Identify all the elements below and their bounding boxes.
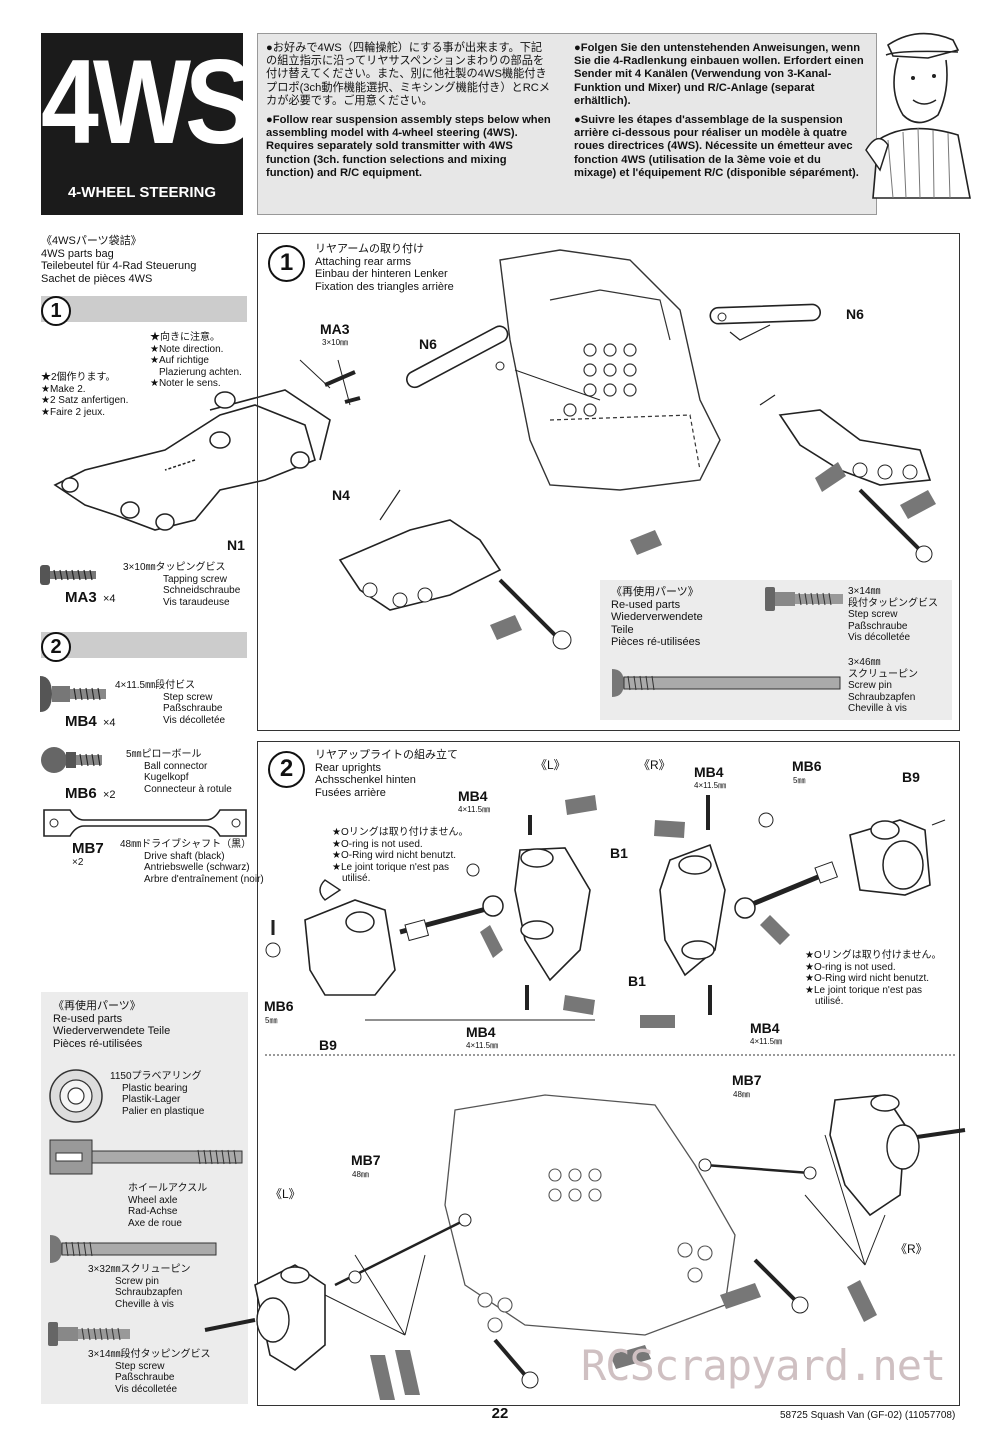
mb4-size-right-bottom: 4×11.5㎜ <box>750 1037 783 1046</box>
right-upright-diagram <box>640 795 946 1028</box>
part-mb4-code: MB4 <box>65 713 97 730</box>
n4-callout: N4 <box>332 487 350 503</box>
right-side-mark: 《R》 <box>638 758 671 772</box>
tapping-screw-icon <box>40 565 96 585</box>
b1-callout-right: B1 <box>628 973 646 989</box>
step-tapping-screw-icon <box>48 1322 130 1346</box>
b9-callout-left: B9 <box>319 1037 337 1053</box>
rear-arm-diagram <box>53 349 361 531</box>
screw-pin-icon <box>50 1235 217 1263</box>
wheel-axle-icon <box>49 1139 243 1175</box>
page-number: 22 <box>491 1405 509 1422</box>
mb4-callout-left-top: MB4 <box>458 788 488 804</box>
substep-1-bar <box>41 296 247 322</box>
intro-german: ●Folgen Sie den untenstehenden Anweisung… <box>574 42 864 107</box>
n6-right-callout: N6 <box>846 306 864 322</box>
left-side-mark: 《L》 <box>535 758 566 772</box>
part-ma3-qty: ×4 <box>103 593 116 605</box>
part-mb7-desc: 48㎜ドライブシャフト（黒）Drive shaft (black)Antrieb… <box>120 839 264 885</box>
mb6-size-left: 5㎜ <box>265 1016 278 1025</box>
part-mb4-qty: ×4 <box>103 717 116 729</box>
step-screw-reuse-icon <box>765 587 843 611</box>
lower-left-mark: 《L》 <box>270 1187 301 1201</box>
parts-bag-en: 4WS parts bag <box>41 247 114 260</box>
substep-1-number: 1 <box>41 296 71 326</box>
step-screw-icon <box>40 676 106 712</box>
step-2-number: 2 <box>268 751 305 788</box>
parts-bag-fr: Sachet de pièces 4WS <box>41 272 153 285</box>
ma3-callout: MA3 <box>320 321 350 337</box>
mb7-callout-right: MB7 <box>732 1072 762 1088</box>
plastic-bearing-icon <box>49 1069 103 1123</box>
part-mb6-code: MB6 <box>65 785 97 802</box>
step-1-number: 1 <box>268 245 305 282</box>
oring-note-right: ★Oリングは取り付けません。★O-ring is not used.★O-Rin… <box>805 950 942 1007</box>
rear-assembly-diagram <box>204 1054 966 1400</box>
mb7-callout-left: MB7 <box>351 1152 381 1168</box>
title-block: 4WS 4-WHEEL STEERING <box>41 33 254 215</box>
intro-french: ●Suivre les étapes d'assemblage de la su… <box>574 114 859 179</box>
mb6-callout-left: MB6 <box>264 998 294 1014</box>
watermark: RCScrapyard.net <box>581 1341 946 1390</box>
substep-2-number: 2 <box>41 632 71 662</box>
parts-bag-jp: 《4WSパーツ袋詰》 <box>41 235 142 247</box>
drive-shaft-icon <box>43 809 247 837</box>
intro-english: ●Follow rear suspension assembly steps b… <box>266 114 551 179</box>
mb7-size-left: 48㎜ <box>352 1170 369 1179</box>
part-ma3-code: MA3 <box>65 589 97 606</box>
parts-bag-de: Teilebeutel für 4-Rad Steuerung <box>41 260 197 272</box>
page-subtitle: 4-WHEEL STEERING <box>67 184 217 201</box>
intro-panel: ●お好みで4WS（四輪操舵）にする事が出来ます。下記の組立指示に沿ってリヤサスペ… <box>257 33 877 215</box>
page-title: 4WS <box>41 36 254 170</box>
lower-right-mark: 《R》 <box>895 1242 928 1256</box>
chassis-rear-arm-diagram <box>338 249 936 650</box>
note-make-two: ★2個作ります。★Make 2.★2 Satz anfertigen.★Fair… <box>41 372 129 418</box>
n6-left-callout: N6 <box>419 336 437 352</box>
part-mb6-qty: ×2 <box>103 789 116 801</box>
mb7-size-right: 48㎜ <box>733 1090 750 1099</box>
mb4-size-left-top: 4×11.5㎜ <box>458 805 491 814</box>
mechanic-illustration <box>865 32 971 199</box>
b9-callout-right: B9 <box>902 769 920 785</box>
mb6-callout-right: MB6 <box>792 758 822 774</box>
part-mb7-qty: ×2 <box>72 857 84 868</box>
step-2-frame <box>257 741 960 1406</box>
b1-callout-left: B1 <box>610 845 628 861</box>
screw-pin-reuse-icon <box>612 669 841 697</box>
mb4-callout-left-bottom: MB4 <box>466 1024 496 1040</box>
model-code: 58725 Squash Van (GF-02) (11057708) <box>780 1410 956 1421</box>
oring-note-left: ★Oリングは取り付けません。★O-ring is not used.★O-Rin… <box>332 827 469 884</box>
mb4-callout-right-bottom: MB4 <box>750 1020 780 1036</box>
intro-japanese: ●お好みで4WS（四輪操舵）にする事が出来ます。下記の組立指示に沿ってリヤサスペ… <box>266 42 551 107</box>
left-upright-diagram <box>265 795 597 1021</box>
mb4-size-left-bottom: 4×11.5㎜ <box>466 1041 499 1050</box>
step-1-frame <box>257 233 960 731</box>
mb4-size-right-top: 4×11.5㎜ <box>694 781 727 790</box>
part-mb7-code: MB7 <box>72 840 104 857</box>
ball-connector-icon <box>41 747 102 773</box>
ma3-size: 3×10㎜ <box>322 338 349 347</box>
substep-2-bar <box>41 632 247 658</box>
mb6-size-right: 5㎜ <box>793 776 806 785</box>
mb4-callout-right-top: MB4 <box>694 764 724 780</box>
n1-callout: N1 <box>227 537 245 553</box>
